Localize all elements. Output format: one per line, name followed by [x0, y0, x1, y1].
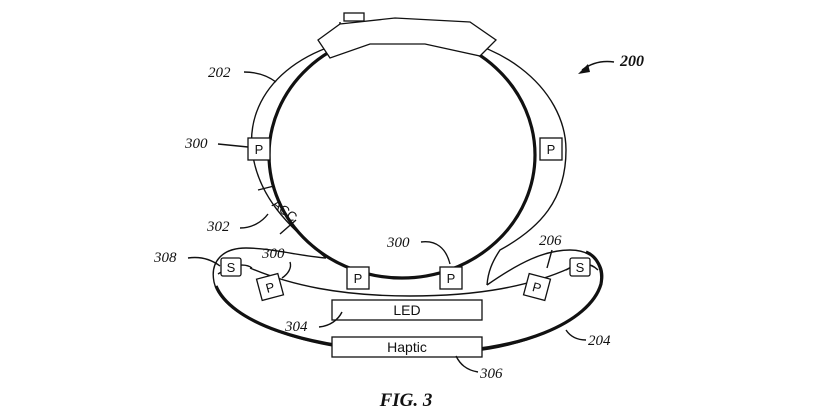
band-sensor-p-mid1: P: [346, 266, 370, 290]
svg-text:P: P: [264, 279, 276, 296]
band-sensor-p-right: P: [522, 272, 552, 302]
svg-text:LED: LED: [393, 302, 420, 318]
ref-304: 304: [284, 311, 343, 335]
svg-text:P: P: [547, 142, 556, 157]
sensor-s-left: S: [220, 257, 242, 277]
ref-204: 204: [565, 329, 611, 349]
svg-text:302: 302: [206, 219, 230, 235]
ref-300-c: 300: [386, 235, 451, 265]
svg-text:Haptic: Haptic: [387, 339, 427, 355]
ring-sensor-p-left: P: [247, 137, 271, 161]
svg-text:S: S: [576, 260, 585, 275]
ref-206: 206: [539, 233, 562, 269]
ring-clasp-tab: [343, 12, 365, 22]
svg-text:300: 300: [184, 136, 208, 152]
ref-200: 200: [578, 53, 644, 74]
sensor-s-right: S: [569, 257, 591, 277]
svg-text:S: S: [227, 260, 236, 275]
band-sensor-p-mid2: P: [439, 266, 463, 290]
figure-caption: FIG. 3: [379, 390, 433, 411]
svg-text:202: 202: [208, 65, 231, 81]
band-sensor-p-left: P: [255, 272, 285, 302]
ref-308: 308: [153, 250, 221, 267]
svg-text:300: 300: [386, 235, 410, 251]
svg-text:306: 306: [479, 366, 503, 382]
svg-text:308: 308: [153, 250, 177, 266]
svg-text:304: 304: [284, 319, 308, 335]
ring-sensor-p-right: P: [539, 137, 563, 161]
ref-300-a: 300: [184, 136, 249, 152]
ref-306: 306: [455, 355, 503, 382]
svg-text:P: P: [447, 271, 456, 286]
svg-text:204: 204: [588, 333, 611, 349]
svg-text:206: 206: [539, 233, 562, 249]
ref-202: 202: [208, 65, 277, 83]
ring-clasp: [317, 17, 498, 59]
led-module: LED: [331, 299, 483, 321]
svg-text:300: 300: [261, 246, 285, 262]
ref-302: 302: [206, 213, 269, 235]
svg-text:200: 200: [619, 53, 644, 70]
svg-text:P: P: [354, 271, 363, 286]
svg-text:P: P: [255, 142, 264, 157]
ref-300-b: 300: [261, 246, 292, 279]
haptic-module: Haptic: [331, 336, 483, 358]
svg-text:P: P: [531, 279, 543, 296]
